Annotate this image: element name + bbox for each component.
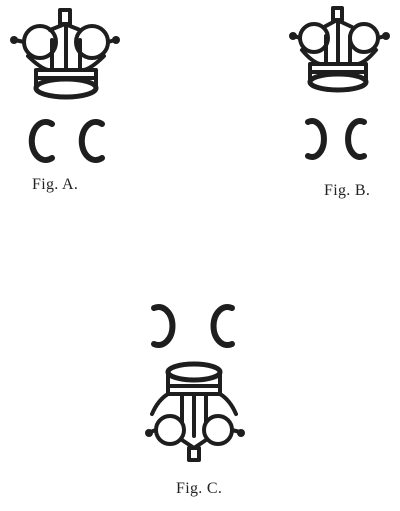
figure-b: Fig. B.: [280, 0, 400, 220]
figure-c: Fig. C.: [130, 290, 270, 511]
cc-monogram-icon: [28, 119, 105, 163]
figure-a-caption: Fig. A.: [32, 176, 79, 193]
crown-icon: [10, 8, 120, 100]
reversed-cc-monogram-icon: [305, 118, 367, 160]
crown-icon: [289, 6, 390, 93]
figure-a: Fig. A.: [0, 0, 200, 220]
figure-c-caption: Fig. C.: [176, 480, 223, 497]
inverted-crown-icon: [145, 361, 245, 462]
figure-b-caption: Fig. B.: [324, 182, 371, 199]
reversed-cc-monogram-icon: [151, 304, 235, 348]
